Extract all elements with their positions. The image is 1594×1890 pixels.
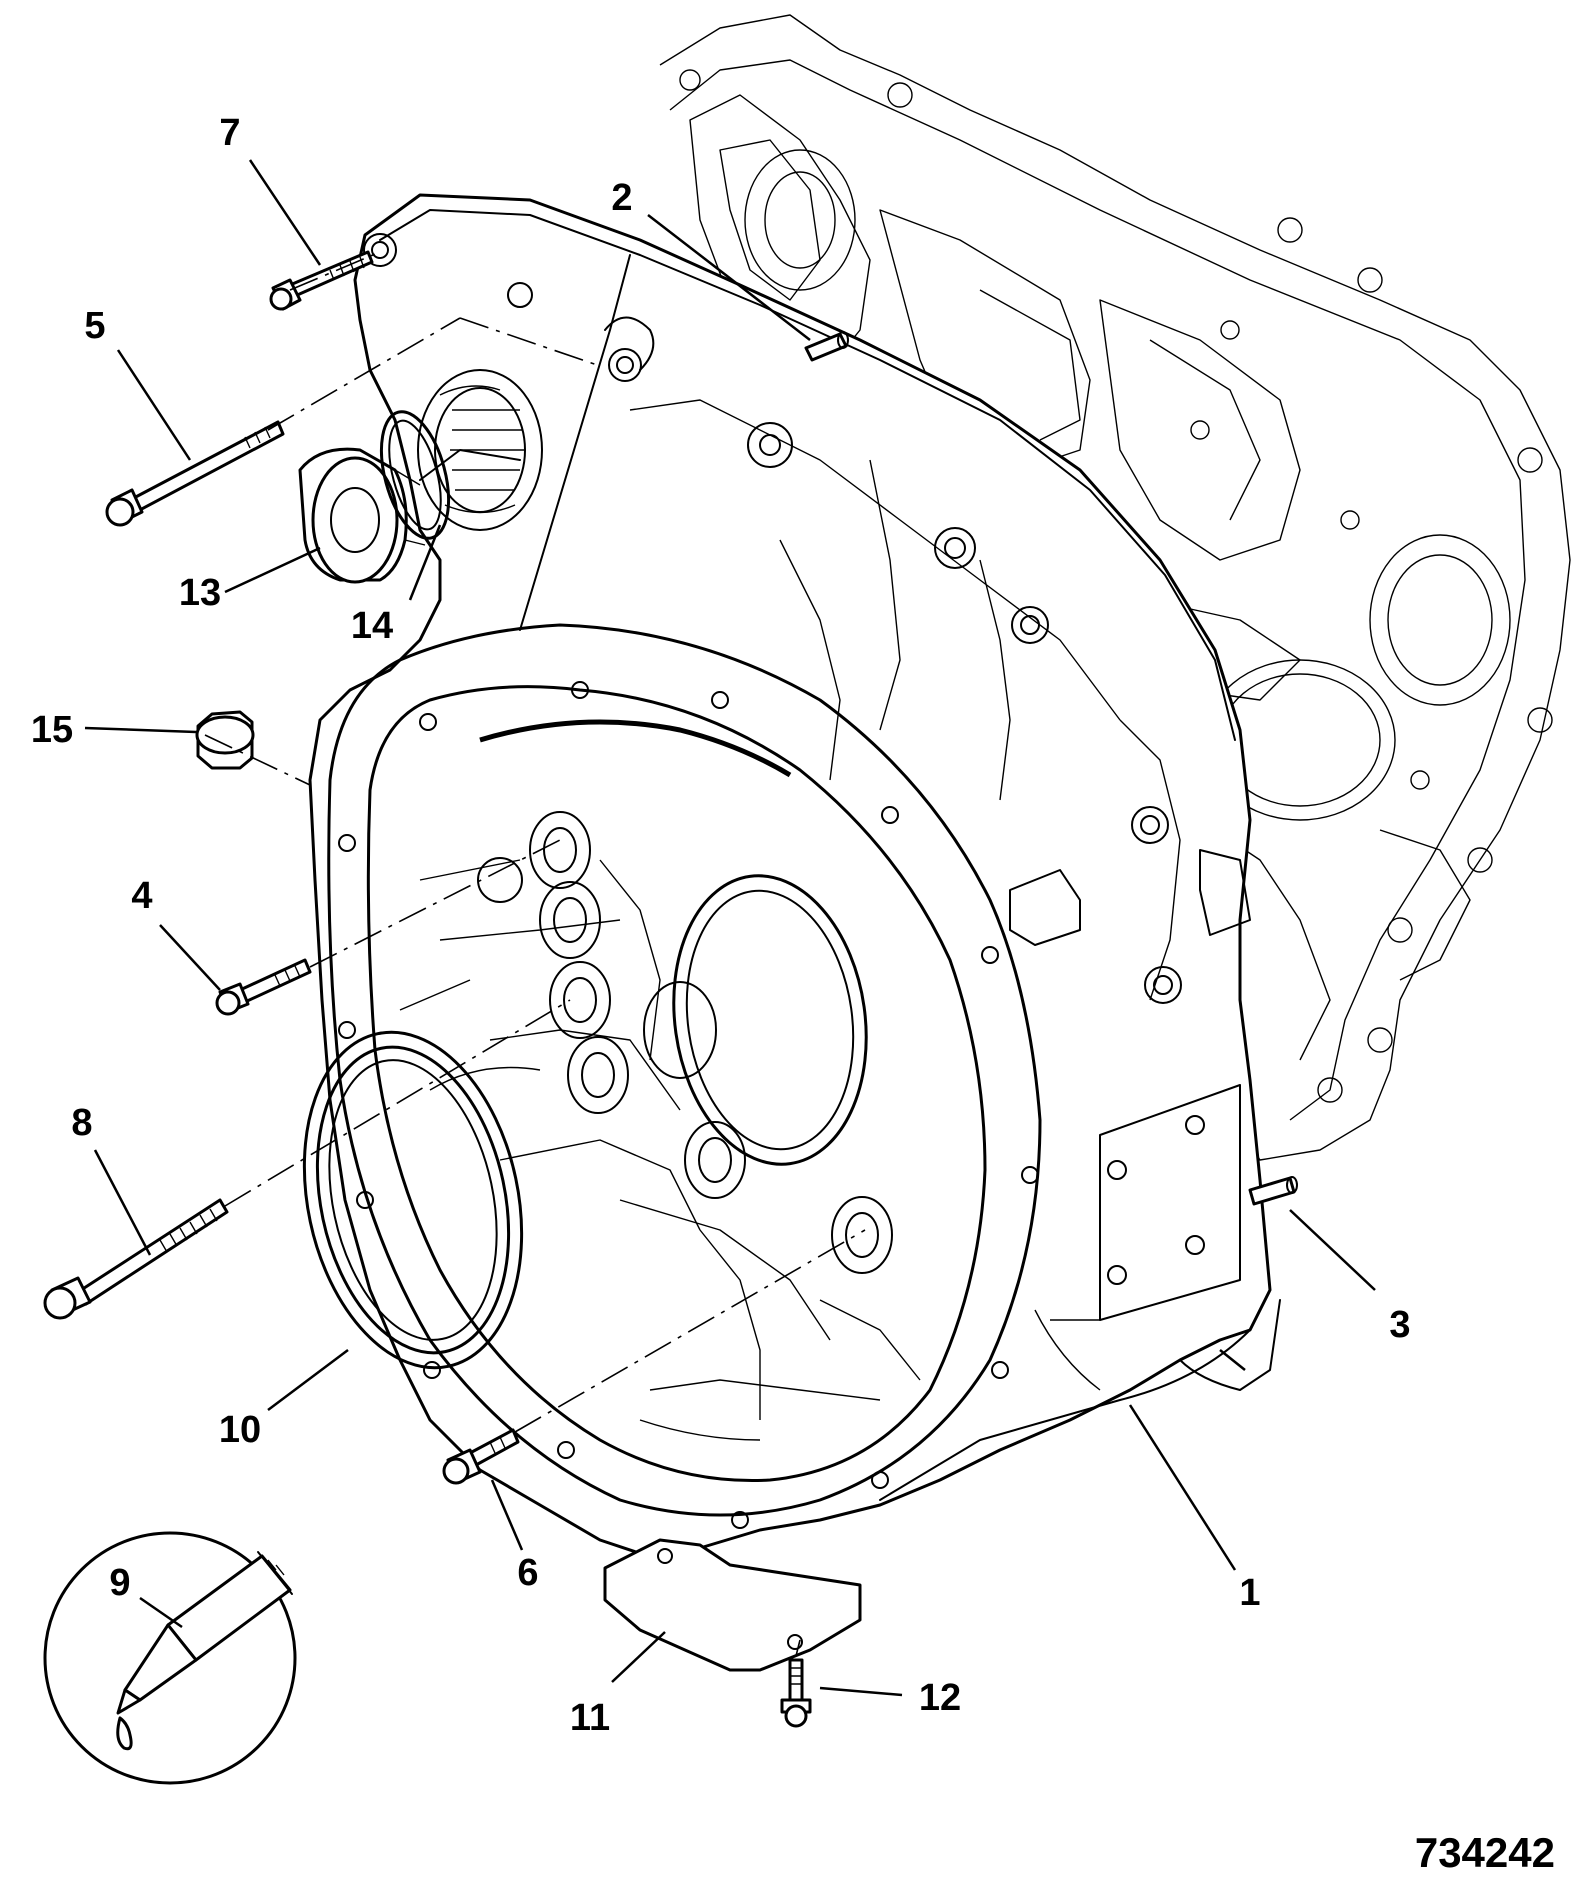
leader-7 — [248, 159, 322, 266]
callout-7: 7 — [219, 112, 240, 154]
flywheel-housing — [308, 193, 1281, 1562]
leader-1 — [1219, 1349, 1246, 1371]
seal-10 — [302, 1030, 524, 1370]
bolt-12 — [780, 1658, 812, 1728]
callout-1: 1 — [1239, 1572, 1260, 1614]
leader-8 — [93, 1149, 152, 1256]
callout-6: 6 — [517, 1552, 538, 1594]
leader-14 — [408, 524, 442, 601]
callout-8: 8 — [71, 1102, 92, 1144]
callout-2: 2 — [611, 177, 632, 219]
callout-15: 15 — [31, 709, 73, 751]
callout-labels: 1 2 3 4 5 6 7 8 9 10 11 12 13 14 15 — [31, 112, 1411, 1739]
callout-9: 9 — [109, 1562, 130, 1604]
sealant-inset-9 — [43, 1531, 297, 1785]
leader-11 — [611, 1631, 666, 1683]
callout-13: 13 — [179, 572, 221, 614]
bolt-4 — [215, 958, 312, 1016]
leader-10 — [267, 1349, 349, 1411]
callout-10: 10 — [219, 1409, 261, 1451]
leader-15 — [84, 726, 197, 734]
o-ring-14 — [379, 410, 451, 540]
leader-9 — [139, 1596, 183, 1629]
callout-4: 4 — [131, 875, 152, 917]
leader-12 — [819, 1686, 903, 1697]
cap-15 — [195, 710, 255, 770]
callout-11: 11 — [570, 1697, 610, 1739]
callout-3: 3 — [1389, 1304, 1410, 1346]
bolt-8 — [43, 1198, 229, 1320]
leader-lines — [84, 159, 1376, 1697]
bolt-6 — [442, 1428, 520, 1485]
dowel-pin-3 — [1248, 1176, 1298, 1206]
leader-1b — [1128, 1404, 1237, 1571]
bolt-5 — [105, 420, 285, 527]
leader-4 — [159, 924, 221, 991]
assembly-centerlines — [204, 251, 866, 1657]
dowel-pin-2 — [804, 331, 849, 362]
leader-2 — [647, 214, 811, 341]
drawing-number: 734242 — [1415, 1829, 1555, 1876]
callout-5: 5 — [84, 305, 105, 347]
leader-6 — [490, 1479, 524, 1551]
leader-3 — [1289, 1209, 1376, 1291]
leader-5 — [116, 349, 192, 461]
callout-14: 14 — [351, 605, 393, 647]
plug-13 — [298, 447, 426, 584]
bolt-7 — [269, 250, 374, 311]
leader-13 — [224, 546, 321, 594]
callout-12: 12 — [919, 1677, 961, 1719]
cover-plate-11 — [603, 1538, 862, 1672]
